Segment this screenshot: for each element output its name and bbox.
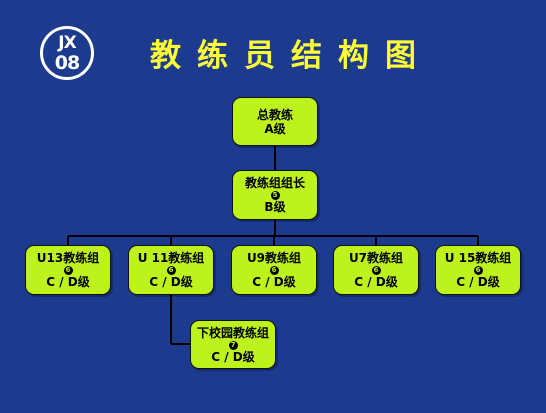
node-u11: U 11教练组 6 C / D级 [128,245,214,295]
node-u9-grade: C / D级 [252,275,296,289]
node-group-lead-grade: B级 [264,200,286,214]
node-group-lead-badge: 5 [270,191,280,200]
node-head-coach: 总教练 A级 [232,97,318,146]
node-u7-name: U7教练组 [348,251,404,265]
node-u9-name: U9教练组 [246,251,302,265]
node-head-coach-name: 总教练 [256,107,293,122]
logo: JX 08 [40,26,94,80]
node-u11-grade: C / D级 [149,275,193,289]
node-group-lead: 教练组组长 5 B级 [232,170,318,220]
node-u9: U9教练组 6 C / D级 [231,245,317,295]
logo-text-bottom: 08 [54,52,80,74]
node-u11-name: U 11教练组 [137,251,205,265]
node-u13-name: U13教练组 [36,251,100,265]
node-campus: 下校园教练组 7 C / D级 [190,320,276,369]
node-u13-badge: 6 [63,266,73,275]
node-u13-grade: C / D级 [46,275,90,289]
node-u9-badge: 6 [269,266,279,275]
page-title: 教练员结构图 [150,38,432,74]
node-campus-name: 下校园教练组 [196,325,269,340]
logo-text-top: JX [58,33,76,53]
node-u7-badge: 6 [371,266,381,275]
node-u15-grade: C / D级 [456,275,500,289]
node-head-coach-grade: A级 [264,121,286,136]
node-u11-badge: 6 [166,266,176,275]
node-u7: U7教练组 6 C / D级 [333,245,419,295]
node-u7-grade: C / D级 [354,275,398,289]
node-campus-grade: C / D级 [211,349,255,364]
node-u15-badge: 6 [473,266,483,275]
node-campus-badge: 7 [228,340,238,350]
node-u13: U13教练组 6 C / D级 [25,245,111,295]
node-group-lead-name: 教练组组长 [244,176,305,190]
node-u15: U 15教练组 6 C / D级 [435,245,521,295]
node-u15-name: U 15教练组 [444,251,512,265]
